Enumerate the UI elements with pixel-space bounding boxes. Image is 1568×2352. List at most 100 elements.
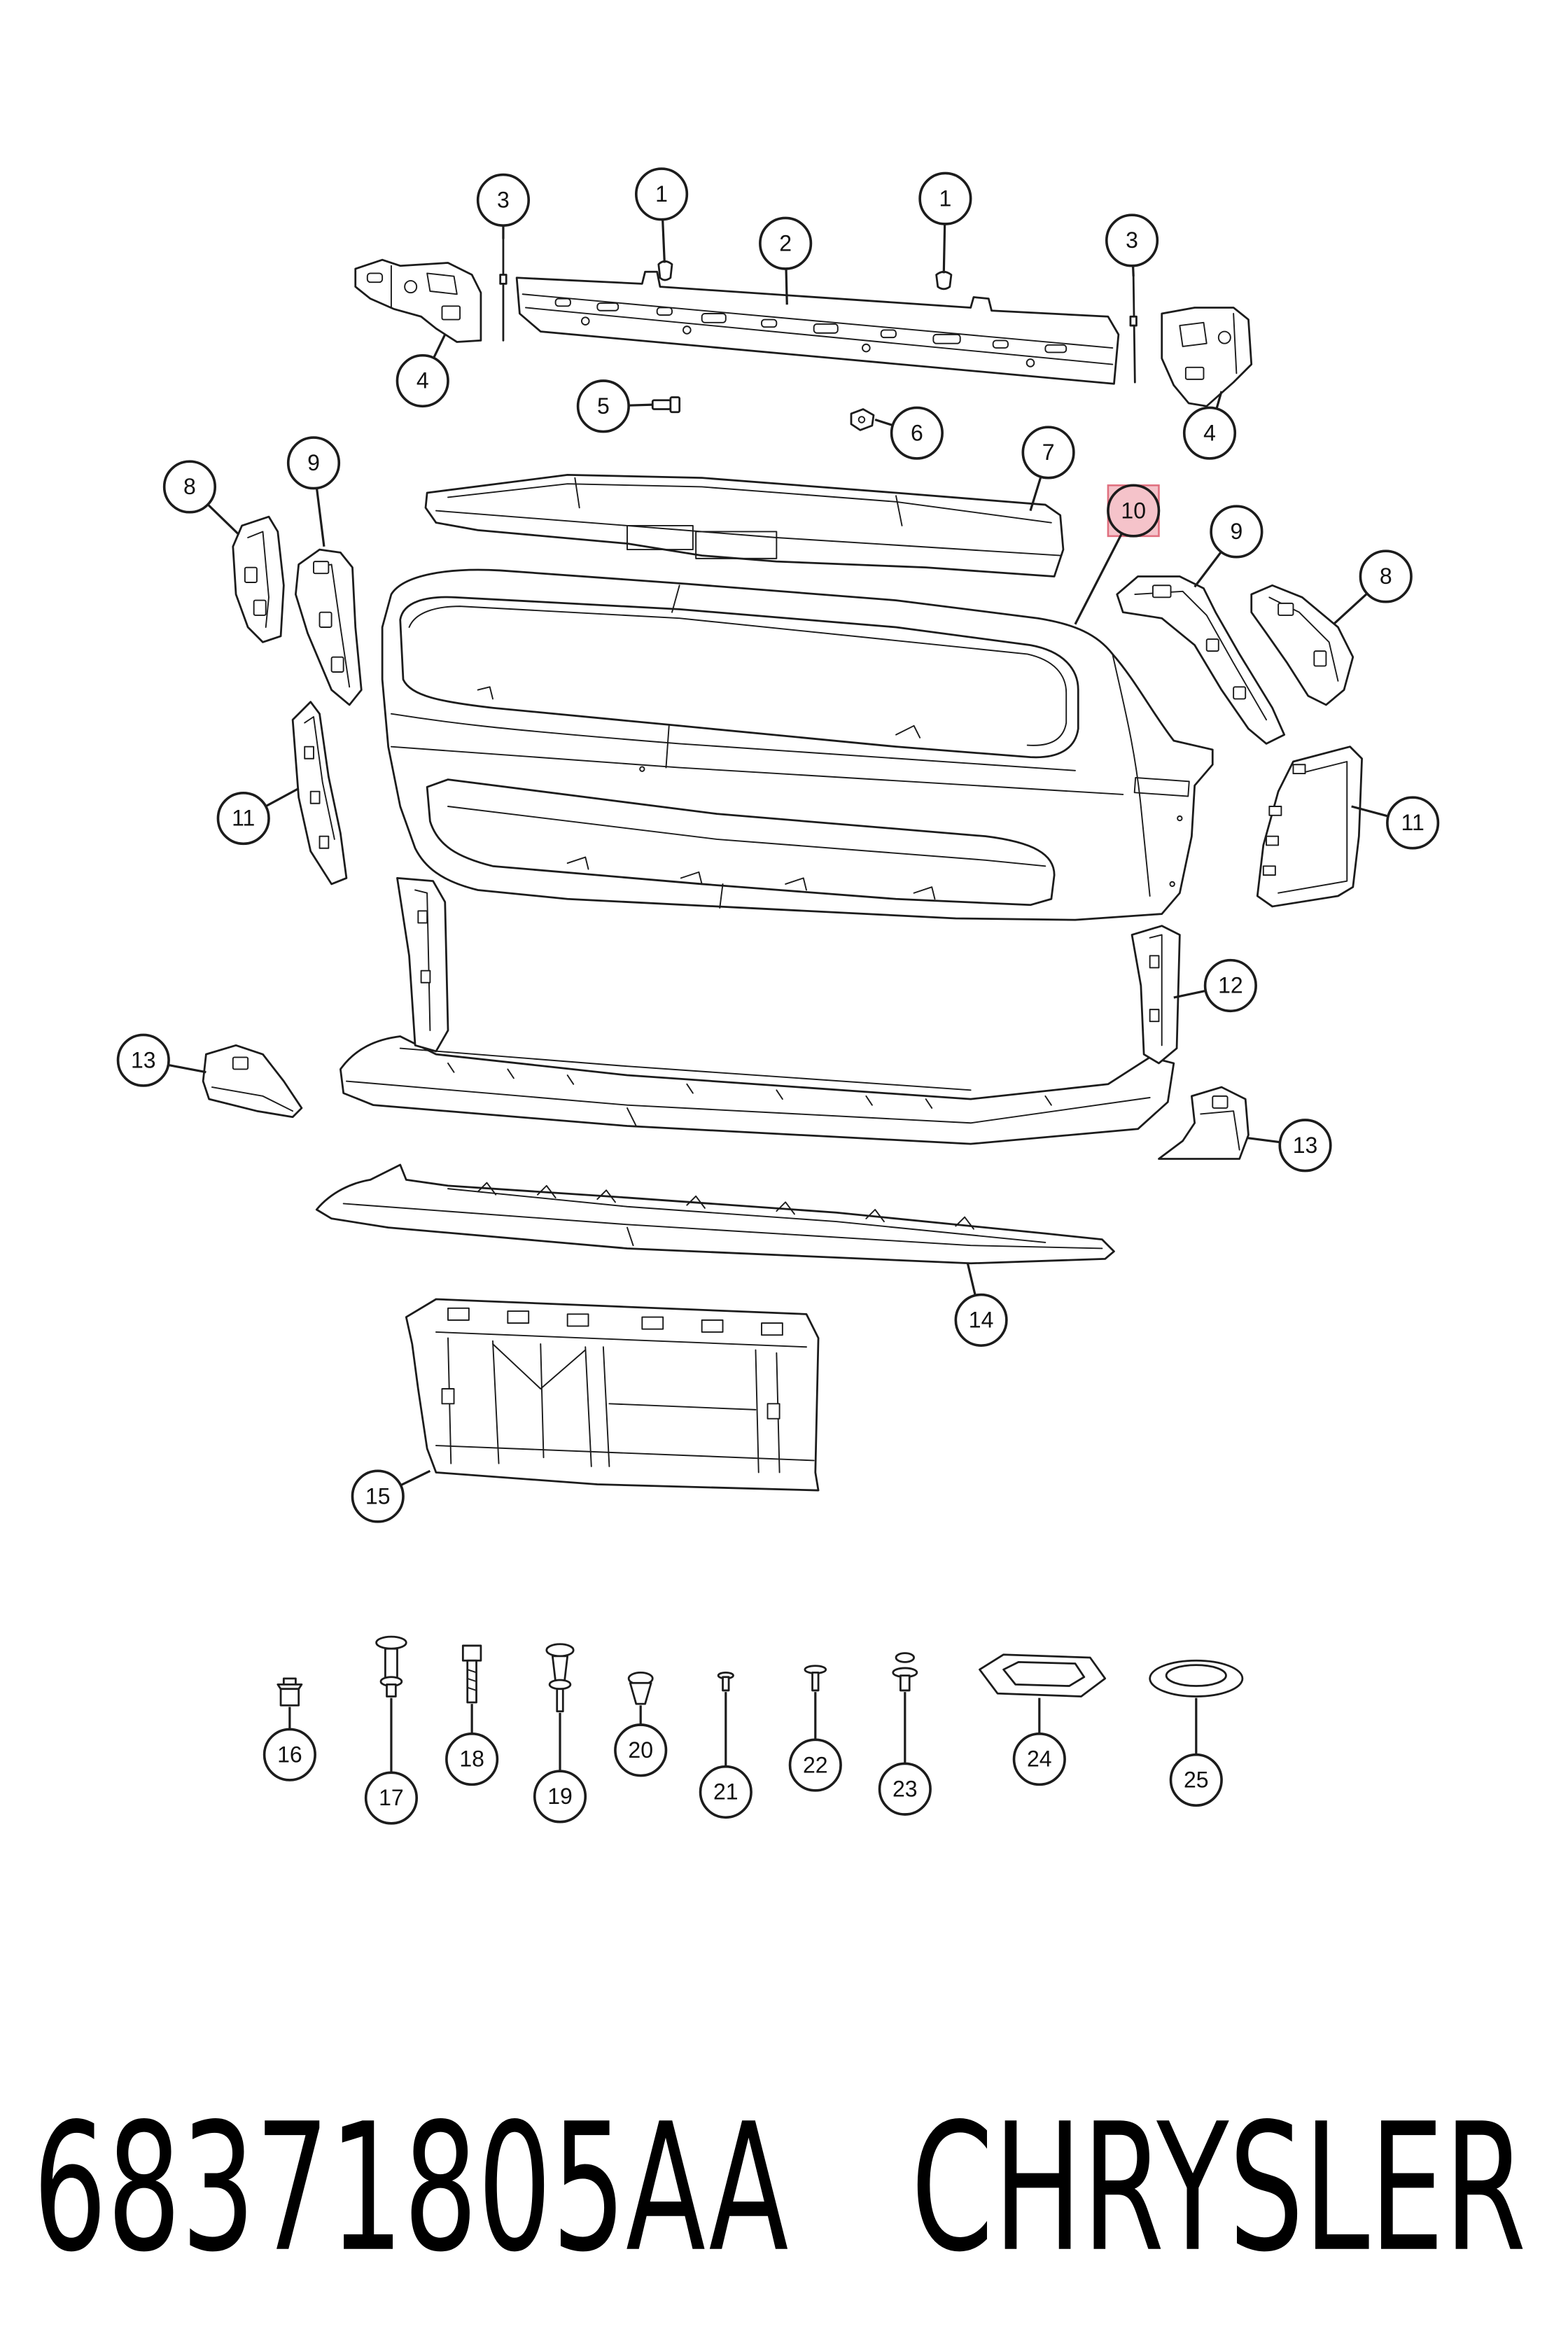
callout: 1 (634, 167, 689, 263)
callout-circle (1278, 1119, 1332, 1172)
part-8-right-drawing (1250, 584, 1354, 706)
part-3-left-drawing (499, 237, 507, 342)
callout-circle (1386, 796, 1440, 850)
callout: 2 (759, 216, 813, 305)
part-19-drawing (545, 1643, 575, 1713)
leader-line (966, 1263, 976, 1296)
callout-circle (576, 379, 630, 433)
callout-circle (1169, 1753, 1223, 1807)
callout-circle (1182, 406, 1237, 460)
part-16-drawing (276, 1677, 303, 1707)
part-11-left-drawing (291, 701, 348, 886)
callout-number: 1 (939, 186, 952, 211)
callout: 12 (1173, 958, 1257, 1013)
part-1-left-drawing (657, 260, 673, 281)
leader-line (1215, 391, 1223, 410)
callout-circle (396, 354, 449, 408)
part-9-right-drawing (1116, 575, 1286, 745)
callout-number: 3 (1126, 227, 1138, 253)
leader-line (315, 488, 326, 547)
callout-number: 22 (803, 1752, 828, 1777)
part-5-drawing (651, 396, 681, 414)
callout-number: 13 (1293, 1133, 1318, 1158)
callout-circle (533, 1770, 587, 1823)
callout-circle (918, 172, 972, 225)
callout-number: 4 (1203, 420, 1216, 445)
callout-circle (216, 791, 270, 846)
callout: 24 (1012, 1698, 1066, 1786)
callout-number: 8 (1380, 564, 1392, 589)
callout-circle (162, 460, 217, 514)
callout-circle (476, 173, 531, 227)
callout-number: 14 (969, 1308, 994, 1333)
callout-circle (1021, 426, 1075, 479)
callout-circle (788, 1738, 842, 1792)
callout-circle (445, 1732, 499, 1786)
callout-circle (759, 216, 813, 270)
part-1-right-drawing (935, 270, 953, 290)
callout-number: 6 (911, 420, 923, 445)
leader-line (662, 219, 666, 263)
callout: 13 (1247, 1119, 1332, 1172)
leader-line (265, 787, 300, 808)
callout-circle (614, 1723, 668, 1777)
part-18-drawing (461, 1644, 482, 1704)
callout: 8 (1332, 550, 1413, 625)
leader-line (874, 418, 893, 427)
callout-number: 7 (1042, 440, 1055, 465)
part-2-drawing (515, 270, 1120, 385)
callout: 4 (1182, 391, 1237, 460)
part-9-left-drawing (295, 548, 363, 706)
callout-number: 24 (1027, 1746, 1052, 1772)
leader-line (1074, 533, 1124, 625)
callout: 11 (216, 787, 300, 846)
callout: 3 (476, 173, 531, 239)
callout: 14 (954, 1263, 1008, 1347)
brand-name: CHRYSLER (911, 2086, 1526, 2291)
callout: 23 (878, 1692, 932, 1816)
callout: 6 (874, 406, 944, 460)
callout-number: 18 (459, 1746, 484, 1772)
part-15-drawing (405, 1298, 820, 1492)
callout-circle (890, 406, 944, 460)
callout: 16 (262, 1707, 316, 1782)
leader-line (1247, 1137, 1280, 1144)
callout: 17 (364, 1698, 419, 1825)
callout-number: 12 (1218, 973, 1243, 998)
leader-line (785, 268, 788, 305)
callout: 1 (918, 172, 972, 274)
part-24-drawing (979, 1653, 1107, 1698)
callout-number: 25 (1184, 1768, 1209, 1793)
callout-number: 20 (628, 1737, 653, 1763)
callout: 3 (1105, 214, 1159, 276)
part-3-right-drawing (1129, 275, 1138, 384)
callout: 10 (1074, 484, 1161, 625)
callout-circle (1012, 1732, 1066, 1786)
callout: 22 (788, 1692, 842, 1792)
leader-line (1029, 476, 1042, 512)
callout: 21 (699, 1692, 752, 1819)
leader-line (1131, 265, 1135, 276)
callout: 19 (533, 1712, 587, 1823)
callout: 13 (116, 1033, 206, 1087)
part-number: 68371805AA (33, 2086, 788, 2291)
callout: 8 (162, 460, 240, 536)
callout-number: 17 (379, 1785, 404, 1810)
callout-number: 19 (547, 1784, 573, 1809)
callout-circle (364, 1771, 419, 1825)
callout-number: 4 (416, 368, 429, 393)
leader-line (206, 503, 240, 536)
part-4-right-drawing (1161, 307, 1253, 407)
callout-number: 2 (779, 230, 792, 255)
callout-circle (1107, 484, 1161, 538)
part-10-drawing (381, 568, 1214, 921)
callout: 7 (1021, 426, 1075, 512)
callout: 9 (286, 436, 341, 547)
callout-circle (954, 1293, 1008, 1347)
leader-line (400, 1469, 431, 1487)
callout-circle (116, 1033, 170, 1087)
callout-circle (878, 1762, 932, 1816)
callout-number: 1 (655, 181, 668, 206)
footer: 68371805AA CHRYSLER (33, 2086, 1526, 2291)
leader-line (1332, 592, 1368, 625)
